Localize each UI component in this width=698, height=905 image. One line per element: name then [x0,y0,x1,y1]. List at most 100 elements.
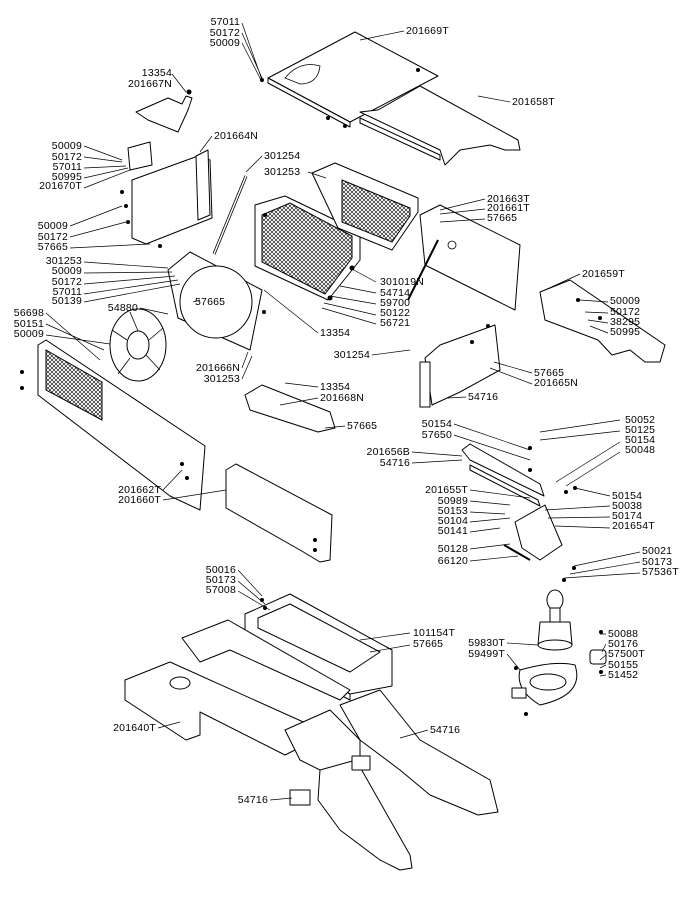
callout-54716: 54716 [468,391,499,403]
callout-57536T: 57536T [642,566,679,578]
callout-59700: 59700 [380,297,411,309]
callout-50048: 50048 [625,444,656,456]
callout-101154T: 101154T [413,627,456,639]
leader-lines [45,22,641,801]
callout-50128: 50128 [437,543,468,555]
callout-301253: 301253 [203,373,240,385]
joystick-assembly [511,589,607,706]
callout-56721: 56721 [380,317,411,329]
callout-57665: 57665 [37,241,68,253]
callout-59830T: 59830T [468,637,505,649]
bracket-201659T [539,279,666,363]
callout-201667N: 201667N [127,78,172,90]
callout-301253: 301253 [45,255,82,267]
callout-54714: 54714 [380,287,411,299]
callout-201669T: 201669T [406,25,449,37]
callout-57011: 57011 [52,286,82,298]
callout-201656B: 201656B [366,446,410,458]
callout-13354: 13354 [320,381,351,393]
callout-50176: 50176 [608,638,639,650]
side-panel-201664N [127,141,213,245]
callout-50125: 50125 [625,424,656,436]
main-frame-201640T [124,619,499,871]
callout-201668N: 201668N [320,392,365,404]
callout-50155: 50155 [608,659,639,671]
fan-56698 [109,308,167,382]
grille-201662T [37,339,206,511]
callout-301254: 301254 [264,150,301,162]
callout-50989: 50989 [437,495,468,507]
callout-54716: 54716 [237,794,268,806]
callout-50995: 50995 [610,326,641,338]
callout-201665N: 201665N [534,377,579,389]
callout-201666N: 201666N [195,362,240,374]
callout-57500T: 57500T [608,648,645,660]
callout-50141: 50141 [437,525,468,537]
callout-201658T: 201658T [512,96,555,108]
top-cover-201669T [267,31,439,128]
callout-59499T: 59499T [468,648,505,660]
callout-201661T: 201661T [487,202,530,214]
cover-panel-201658T [359,85,521,166]
callout-50009: 50009 [13,328,44,340]
callout-13354: 13354 [320,327,351,339]
callout-50016: 50016 [205,564,236,576]
bracket-201667N [135,89,193,133]
callout-50172: 50172 [51,151,82,163]
callout-201659T: 201659T [582,268,625,280]
callout-57665: 57665 [487,212,518,224]
callout-50172: 50172 [209,27,240,39]
bracket-201656B [461,443,545,507]
callout-201663T: 201663T [487,193,530,205]
radiator-core [254,162,419,301]
callout-57665: 57665 [413,638,444,650]
callout-50104: 50104 [437,515,468,527]
callout-50122: 50122 [380,307,411,319]
callout-50021: 50021 [642,545,673,557]
callout-201660T: 201660T [118,494,161,506]
callout-66120: 66120 [437,555,468,567]
callout-13354: 13354 [141,67,172,79]
callout-201654T: 201654T [612,520,655,532]
callout-50173: 50173 [642,556,673,568]
fasteners [20,68,603,716]
callout-50009: 50009 [37,220,68,232]
callout-50172: 50172 [51,276,82,288]
callout-301019N: 301019N [380,276,425,288]
callout-50172: 50172 [610,306,641,318]
callout-50153: 50153 [437,505,468,517]
callout-50172: 50172 [37,231,68,243]
callout-57665: 57665 [347,420,378,432]
callout-50009: 50009 [51,265,82,277]
callout-50154: 50154 [625,434,656,446]
callout-57650: 57650 [421,429,452,441]
callout-50995: 50995 [51,171,82,183]
callout-50154: 50154 [612,490,643,502]
callout-301253: 301253 [264,166,301,178]
callout-38295: 38295 [610,316,641,328]
callout-50139: 50139 [51,295,82,307]
callout-201640T: 201640T [113,722,156,734]
bracket-201665N [407,239,501,408]
callout-57665: 57665 [195,296,226,308]
callout-54880: 54880 [107,302,138,314]
callout-50038: 50038 [612,500,643,512]
callout-50009: 50009 [209,37,240,49]
callout-201670T: 201670T [39,180,82,192]
callout-201662T: 201662T [118,484,161,496]
callout-201655T: 201655T [425,484,468,496]
fan-shroud [167,251,263,351]
callout-57011: 57011 [52,161,82,173]
callout-50151: 50151 [13,318,44,330]
callout-50173: 50173 [205,574,236,586]
callout-301254: 301254 [333,349,370,361]
callout-51452: 51452 [608,669,639,681]
callout-57665: 57665 [534,367,565,379]
callout-201664N: 201664N [214,130,259,142]
bracket-201654T [503,504,563,561]
lower-panel-201660T [225,463,333,563]
callout-57011: 57011 [210,16,240,28]
callout-50009: 50009 [51,140,82,152]
callout-50052: 50052 [625,414,656,426]
